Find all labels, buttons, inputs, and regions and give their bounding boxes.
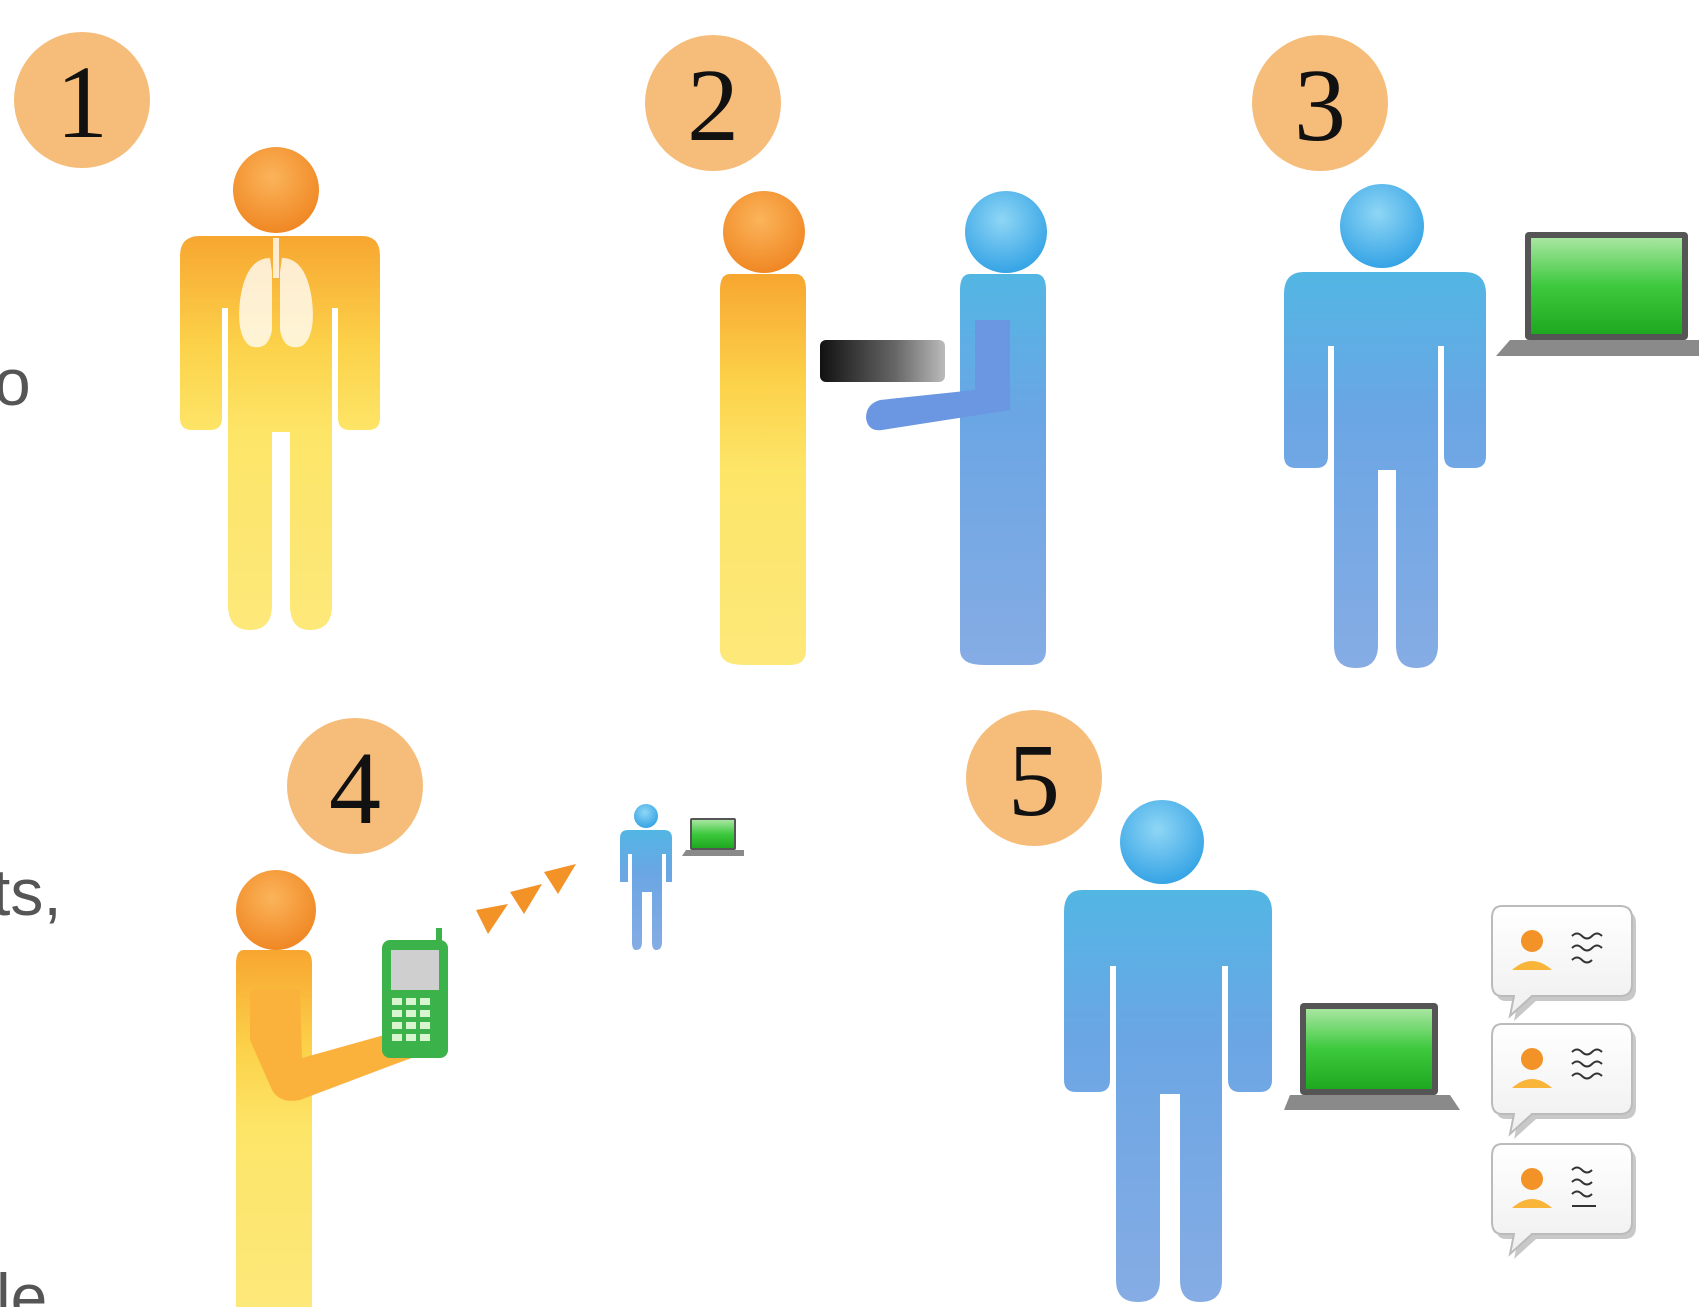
step-badge: 2	[645, 35, 781, 171]
svg-text:2: 2	[687, 48, 739, 163]
patient-figure	[180, 147, 380, 630]
spirometer-icon	[820, 340, 945, 382]
patient-figure	[236, 870, 420, 1307]
clinician-figure	[1064, 800, 1272, 1302]
step-1: 1	[14, 32, 380, 630]
message-bubble-icon	[1492, 906, 1636, 1021]
step-2: 2	[645, 35, 1047, 665]
mobile-phone-icon	[382, 928, 448, 1058]
step-badge: 1	[14, 32, 150, 168]
step-4: 4	[236, 718, 744, 1307]
svg-text:4: 4	[329, 731, 381, 846]
edge-text-3: le	[0, 1260, 47, 1307]
step-badge: 4	[287, 718, 423, 854]
svg-text:5: 5	[1008, 723, 1060, 838]
edge-text-1: o	[0, 345, 31, 419]
patient-figure	[720, 191, 806, 665]
edge-text-2: ts,	[0, 855, 62, 929]
step-3: 3	[1252, 35, 1699, 668]
step-badge: 5	[966, 710, 1102, 846]
signal-arrows-icon	[476, 864, 576, 934]
svg-text:1: 1	[56, 45, 108, 160]
clinician-figure	[1284, 184, 1486, 668]
svg-text:3: 3	[1294, 48, 1346, 163]
laptop-icon	[682, 818, 744, 856]
laptop-icon	[1284, 1003, 1460, 1110]
step-5: 5	[966, 710, 1636, 1302]
step-badge: 3	[1252, 35, 1388, 171]
message-bubble-icon	[1492, 1144, 1636, 1259]
message-bubble-icon	[1492, 1024, 1636, 1139]
laptop-icon	[1496, 232, 1699, 356]
clinician-figure	[866, 191, 1047, 665]
clinician-figure	[620, 804, 672, 950]
